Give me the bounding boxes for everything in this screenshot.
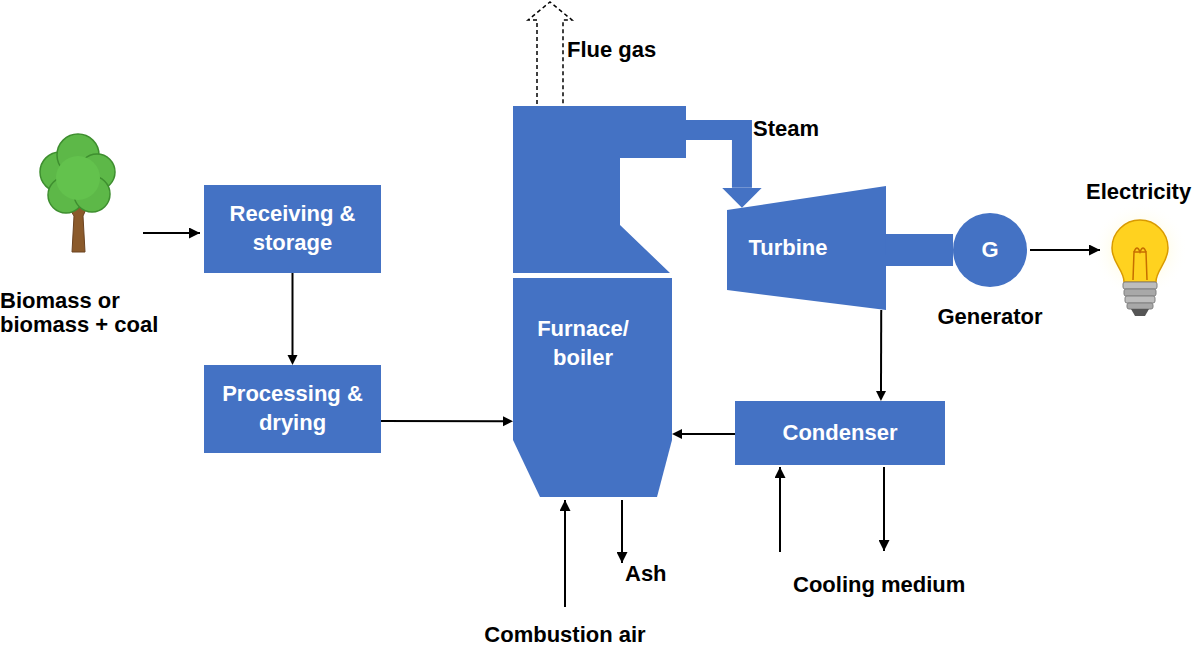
tree-canopy: [56, 156, 100, 200]
combustion-air-arrow: [564, 500, 566, 607]
annotation-label: Biomass or biomass + coal: [0, 289, 168, 337]
bulb-filament: [1134, 248, 1146, 252]
node-text: Receiving & storage: [204, 200, 381, 257]
furnace-boiler-outline: [513, 106, 686, 497]
annotation-label: Flue gas: [567, 38, 656, 62]
node-caption: Generator: [920, 303, 1060, 332]
ash-arrow: [621, 500, 623, 563]
bulb-glow: [1092, 202, 1188, 298]
edge-label: Steam: [753, 117, 819, 141]
steam-pipe-arrow: [686, 130, 742, 188]
node-text: Condenser: [735, 419, 945, 448]
flow-arrow: [880, 310, 882, 391]
electricity-arrow: [1030, 249, 1100, 251]
flue-gas-arrow: [528, 2, 572, 104]
furnace-lower: [513, 278, 672, 497]
flow-arrow: [381, 420, 503, 422]
annotation-label: Electricity: [1086, 180, 1191, 204]
flow-arrow: [292, 273, 294, 355]
annotation-label: Cooling medium: [793, 573, 965, 597]
bulb-base: [1125, 296, 1155, 303]
cooling-out-arrow: [883, 467, 885, 551]
process-box: Condenser: [735, 401, 945, 465]
bulb-filament: [1133, 252, 1147, 280]
light-bulb-illustration: [1092, 202, 1188, 316]
node-text: Turbine: [727, 186, 849, 310]
process-box: Processing & drying: [204, 365, 381, 453]
cooling-in-arrow: [779, 467, 781, 552]
generator-circle: GGenerator: [935, 213, 1045, 330]
furnace-boiler: Furnace/ boiler: [513, 106, 686, 497]
bulb-glass: [1112, 220, 1168, 282]
generator-disc: [953, 213, 1027, 287]
bulb-base: [1123, 282, 1157, 289]
bulb-base: [1127, 303, 1153, 309]
feed-arrow: [143, 232, 200, 234]
node-text: Processing & drying: [204, 380, 381, 437]
turbine-shaft: [886, 234, 953, 266]
flow-arrow: [682, 433, 735, 435]
annotation-label: Combustion air: [445, 623, 685, 646]
turbine-trapezoid: [727, 186, 886, 310]
bulb-tip: [1131, 309, 1149, 316]
annotation-label: Ash: [625, 562, 667, 586]
node-text: Furnace/ boiler: [523, 315, 643, 372]
bulb-base: [1124, 289, 1156, 296]
node-text: G: [953, 213, 1027, 287]
process-box: Receiving & storage: [204, 185, 381, 273]
boiler-upper: [513, 106, 686, 273]
tree-illustration: [40, 134, 115, 252]
turbine-shape: Turbine: [727, 186, 886, 310]
